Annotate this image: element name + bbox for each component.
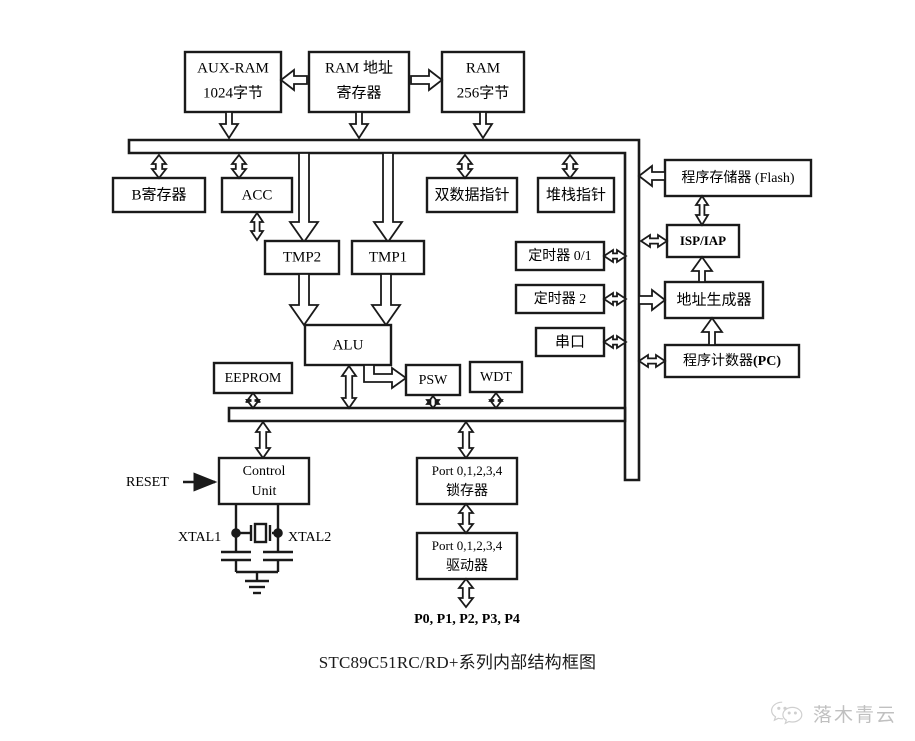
label-control-unit-line2: Unit — [252, 484, 277, 499]
label-port-latch-line1: Port 0,1,2,3,4 — [432, 463, 503, 478]
label-program-counter-prefix: 程序计数器 — [683, 353, 753, 369]
arrow-addressgenerator-ispiap — [690, 255, 714, 283]
lower-bus — [227, 406, 627, 423]
label-timer01: 定时器 0/1 — [528, 248, 591, 264]
arrow-bus-dptr — [456, 153, 474, 180]
box-stack-pointer — [536, 176, 616, 214]
label-stack-pointer: 堆栈指针 — [546, 186, 606, 203]
arrow-timer01-bus — [602, 248, 628, 264]
arrow-eeprom-lowerbus-shaft — [245, 391, 261, 410]
label-wdt: WDT — [480, 370, 512, 385]
box-tmp1 — [350, 239, 426, 276]
box-timer01 — [514, 240, 606, 272]
label-xtal2: XTAL2 — [288, 530, 331, 545]
arrow-bus-tmp2 — [288, 152, 320, 244]
arrow-pc-addressgenerator — [700, 316, 724, 346]
arrow-lowerbus-portlatch — [457, 420, 475, 460]
arrow-ramaddr-bus — [348, 111, 370, 140]
arrow-alu-lowerbus — [340, 364, 358, 410]
box-tmp2 — [263, 239, 341, 276]
label-port-driver-line2: 驱动器 — [446, 558, 488, 574]
box-control-unit — [217, 456, 311, 506]
watermark-text: 落木青云 — [812, 704, 897, 726]
arrow-bus-acc — [230, 153, 248, 180]
box-dptr — [425, 176, 519, 214]
label-reset: RESET — [126, 475, 169, 490]
label-aux-ram-line2: 1024字节 — [203, 84, 263, 101]
box-b-register — [111, 176, 207, 214]
diagram-caption: STC89C51RC/RD+系列内部结构框图 — [318, 653, 597, 672]
arrow-portdriver-pins — [457, 577, 475, 609]
box-acc — [220, 176, 294, 214]
arrow-bus-stackpointer — [561, 153, 579, 180]
box-timer2 — [514, 283, 606, 315]
label-uart: 串口 — [555, 333, 585, 350]
label-port-driver-line1: Port 0,1,2,3,4 — [432, 538, 503, 553]
arrow-flash-bus — [637, 164, 666, 188]
label-xtal1: XTAL1 — [178, 530, 221, 545]
arrow-ramaddr-to-auxram — [279, 68, 308, 92]
box-wdt — [468, 360, 524, 394]
label-ram-address-register-line2: 寄存器 — [336, 83, 381, 101]
label-program-counter-suffix: (PC) — [753, 354, 781, 369]
arrow-ram-bus — [472, 111, 494, 140]
label-ram-line2: 256字节 — [457, 84, 510, 101]
crystal-body — [253, 522, 268, 544]
arrow-ramaddr-to-ram — [410, 68, 444, 92]
arrow-flash-ispiap — [694, 194, 710, 227]
label-ram-address-register-line1: RAM 地址 — [325, 59, 393, 76]
arrow-pc-bus — [637, 353, 667, 369]
box-ram-address-register — [307, 50, 411, 114]
label-tmp2: TMP2 — [283, 249, 321, 265]
label-isp-iap: ISP/IAP — [680, 233, 726, 248]
upper-bus — [127, 138, 641, 482]
label-port-latch-line2: 锁存器 — [446, 483, 488, 499]
label-b-register: B寄存器 — [131, 185, 186, 203]
label-tmp1: TMP1 — [369, 249, 407, 265]
label-psw: PSW — [419, 373, 449, 388]
label-flash: 程序存储器 (Flash) — [681, 170, 794, 186]
arrow-bus-bregister — [150, 153, 168, 180]
arrow-portlatch-portdriver — [457, 502, 475, 535]
box-psw — [404, 363, 462, 397]
box-flash — [663, 158, 813, 198]
crystal-oscillator-circuit — [221, 504, 293, 595]
arrow-tmp2-alu — [288, 273, 320, 327]
label-timer2: 定时器 2 — [534, 291, 587, 307]
arrow-uart-bus — [602, 334, 628, 350]
arrow-ispiap-bus — [639, 233, 669, 249]
label-alu: ALU — [333, 337, 364, 353]
arrow-bus-addressgenerator — [638, 288, 667, 312]
label-port-pins: P0, P1, P2, P3, P4 — [414, 612, 520, 627]
label-eeprom: EEPROM — [225, 371, 282, 386]
label-ram-line1: RAM — [466, 60, 500, 76]
arrow-tmp1-alu — [370, 273, 402, 327]
label-control-unit-line1: Control — [243, 464, 286, 479]
arrow-psw-lowerbus — [425, 394, 441, 410]
arrow-bus-tmp1 — [372, 152, 404, 244]
wechat-icon — [770, 701, 803, 725]
arrow-alu-psw — [363, 364, 408, 390]
arrow-lowerbus-controlunit — [254, 420, 272, 460]
arrow-acc-tmp2 — [249, 211, 265, 242]
box-alu — [303, 323, 393, 367]
label-program-counter: 程序计数器(PC) — [683, 353, 781, 369]
watermark: 落木青云 — [770, 699, 897, 727]
box-program-counter — [663, 343, 801, 379]
arrow-timer2-bus — [602, 291, 628, 307]
arrow-wdt-lowerbus — [488, 391, 504, 410]
box-aux-ram — [183, 50, 283, 114]
box-uart — [534, 326, 606, 358]
label-acc: ACC — [242, 187, 273, 203]
label-address-generator: 地址生成器 — [676, 291, 751, 308]
label-dptr: 双数据指针 — [434, 186, 509, 203]
arrow-auxram-bus — [218, 111, 240, 140]
box-port-driver — [415, 531, 519, 581]
label-aux-ram-line1: AUX-RAM — [197, 60, 269, 76]
box-eeprom — [212, 361, 294, 395]
